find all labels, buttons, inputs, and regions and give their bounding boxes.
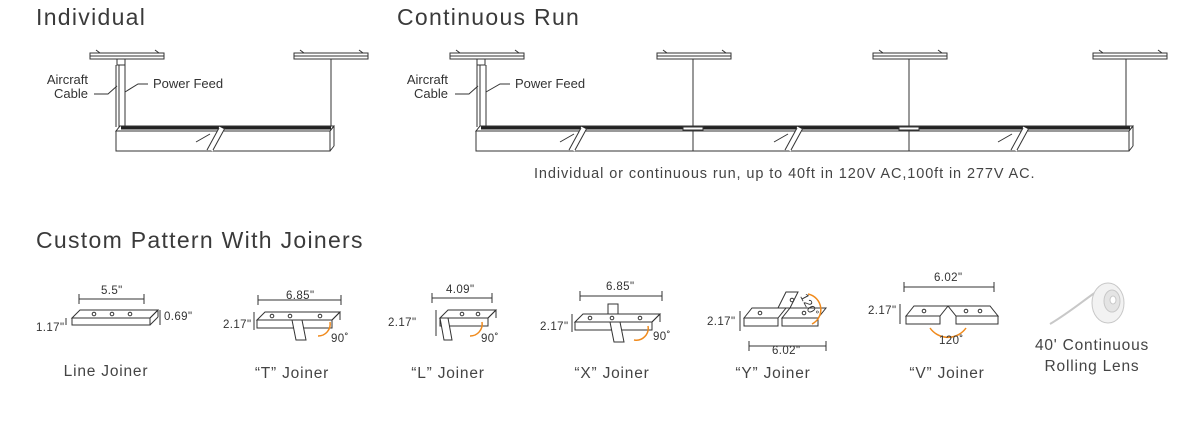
- l-joiner-dim-height: 2.17": [388, 317, 417, 329]
- rolling-lens-caption-line1: 40' Continuous: [1034, 337, 1150, 354]
- individual-diagram: [89, 49, 369, 152]
- t-joiner-caption: “T” Joiner: [254, 365, 330, 382]
- individual-aircraft-label: Aircraft: [46, 72, 88, 87]
- x-joiner-dim-angle: 90˚: [653, 331, 671, 343]
- l-joiner-dim-length: 4.09": [446, 284, 475, 296]
- run-length-note: Individual or continuous run, up to 40ft…: [534, 166, 1036, 182]
- continuous-aircraft-cable-label: Aircraft Cable: [390, 73, 448, 101]
- rolling-lens-caption: 40' Continuous Rolling Lens: [1022, 335, 1162, 377]
- l-joiner-dim-angle: 90˚: [481, 333, 499, 345]
- continuous-power-feed-label: Power Feed: [515, 76, 586, 91]
- individual-power-feed-label: Power Feed: [153, 76, 224, 91]
- continuous-cable-label: Cable: [414, 86, 448, 101]
- joiners-title: Custom Pattern With Joiners: [36, 227, 364, 253]
- continuous-run-diagram: [449, 49, 1168, 152]
- y-joiner-dim-width: 6.02": [772, 345, 801, 357]
- y-joiner-caption: “Y” Joiner: [735, 365, 811, 382]
- individual-title: Individual: [36, 4, 147, 30]
- t-joiner-dim-height: 2.17": [223, 319, 252, 331]
- v-joiner-caption: “V” Joiner: [909, 365, 985, 382]
- line-joiner-dim-length: 5.5": [101, 285, 123, 297]
- rolling-lens-icon: [1049, 282, 1125, 325]
- t-joiner-dim-length: 6.85": [286, 290, 315, 302]
- x-joiner-dim-length: 6.85": [606, 281, 635, 293]
- x-joiner-dim-height: 2.17": [540, 321, 569, 333]
- v-joiner-dim-height: 2.17": [868, 305, 897, 317]
- l-joiner-caption: “L” Joiner: [411, 365, 485, 382]
- line-joiner-caption: Line Joiner: [63, 363, 149, 380]
- v-joiner-dim-angle: 120˚: [939, 335, 964, 347]
- individual-aircraft-cable-label: Aircraft Cable: [30, 73, 88, 101]
- line-joiner-dim-width: 1.17": [36, 322, 65, 334]
- rolling-lens-caption-line2: Rolling Lens: [1044, 358, 1140, 375]
- t-joiner-dim-angle: 90˚: [331, 333, 349, 345]
- v-joiner-dim-length: 6.02": [934, 272, 963, 284]
- line-joiner-dim-height: 0.69": [164, 311, 193, 323]
- y-joiner-dim-height: 2.17": [707, 316, 736, 328]
- x-joiner-caption: “X” Joiner: [574, 365, 650, 382]
- continuous-aircraft-label: Aircraft: [406, 72, 448, 87]
- continuous-run-title: Continuous Run: [397, 4, 581, 30]
- individual-cable-label: Cable: [54, 86, 88, 101]
